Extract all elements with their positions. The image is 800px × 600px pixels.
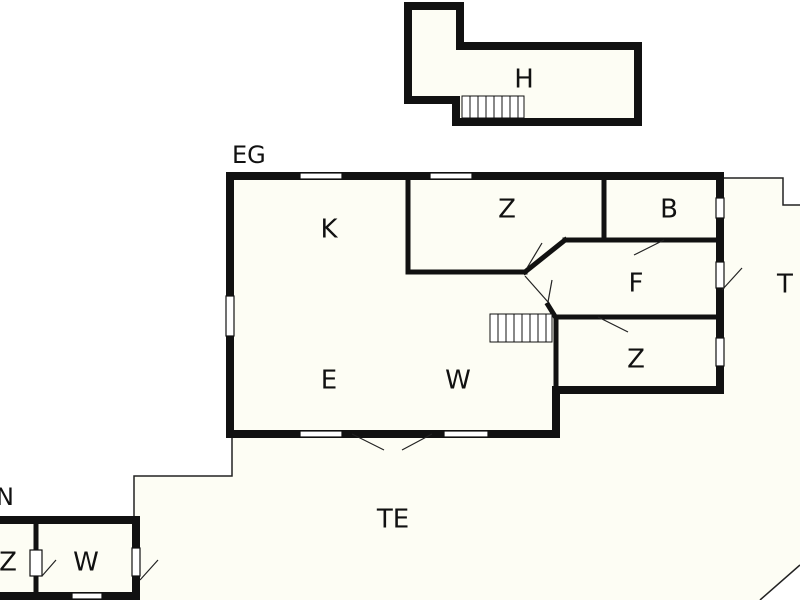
room-label-w: W bbox=[445, 366, 471, 396]
level-label-eg: EG bbox=[232, 141, 266, 169]
room-label-t: T bbox=[776, 270, 793, 300]
wall-hall-diagonal bbox=[521, 236, 569, 276]
upper-stair bbox=[461, 95, 525, 119]
room-label-z-right: Z bbox=[627, 345, 645, 375]
room-label-z-annex: Z bbox=[0, 548, 17, 578]
level-label-n: N bbox=[0, 483, 14, 511]
doors bbox=[351, 239, 743, 451]
main-stair bbox=[489, 313, 553, 343]
annex-floor bbox=[0, 520, 136, 600]
room-label-w-annex: W bbox=[73, 548, 99, 578]
wall-kitchen-bedroom bbox=[405, 173, 528, 275]
room-label-k: K bbox=[320, 215, 338, 245]
room-label-e: E bbox=[321, 366, 337, 396]
annex-inner-door bbox=[41, 559, 57, 577]
room-label-f: F bbox=[629, 269, 644, 299]
room-label-b: B bbox=[660, 195, 678, 225]
room-label-z-top: Z bbox=[498, 195, 516, 225]
room-label-te: TE bbox=[376, 505, 409, 535]
upper-room-floor bbox=[408, 6, 638, 122]
terrace-area bbox=[134, 178, 800, 600]
windows bbox=[225, 172, 725, 438]
upper-room-walls bbox=[404, 2, 642, 126]
room-label-h: H bbox=[514, 65, 534, 95]
annex-windows bbox=[29, 547, 141, 600]
annex-door bbox=[139, 559, 159, 581]
